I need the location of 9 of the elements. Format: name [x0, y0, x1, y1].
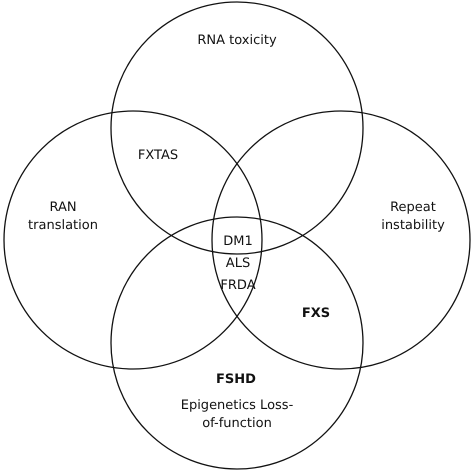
circle-label: RNA toxicity	[196, 32, 278, 50]
circle-label: Repeat instability	[380, 199, 446, 235]
disease-label: FXTAS	[138, 147, 178, 165]
disease-label: FXS	[302, 305, 330, 323]
disease-label: ALS	[226, 255, 250, 273]
disease-label: DM1	[223, 233, 253, 251]
circle-label: Epigenetics Loss-of-function	[180, 397, 294, 433]
circle-label: RAN translation	[27, 199, 99, 235]
disease-label: FSHD	[216, 371, 256, 389]
